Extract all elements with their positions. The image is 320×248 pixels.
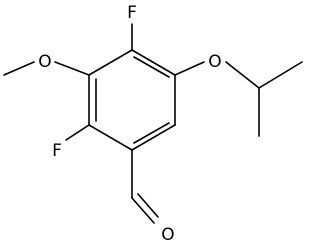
benzene-ring xyxy=(88,49,176,151)
atom-label-o-methoxy: O xyxy=(38,52,51,72)
atom-label-f-top: F xyxy=(127,3,137,23)
bond-c2-o-isopropoxy xyxy=(174,61,205,76)
ring-bond-c6-c1 xyxy=(88,49,133,76)
atom-label-o-aldehyde: O xyxy=(161,225,174,245)
ring-double-bond-c1-c2 xyxy=(133,56,170,78)
ring-bond-c4-c5 xyxy=(88,124,133,151)
bond-c5-f xyxy=(65,124,90,141)
bond-o-methyl xyxy=(3,61,35,76)
atom-label-o-isopropoxy: O xyxy=(208,52,221,72)
atom-labels: F O F O O xyxy=(38,3,221,245)
bond-c6-o-methoxy xyxy=(54,61,90,76)
bond-cho-o-double-b xyxy=(137,193,159,218)
ring-bond-c1-c2 xyxy=(131,49,176,76)
bond-cho-o-double-a xyxy=(131,197,155,224)
bond-o-ch xyxy=(225,61,260,89)
substituent-bonds xyxy=(3,23,303,224)
atom-label-f-left: F xyxy=(52,141,62,161)
chemical-structure: F O F O O xyxy=(3,3,303,245)
bond-ch-methyl-up xyxy=(258,61,303,89)
ring-double-bond-c3-c4 xyxy=(133,122,170,144)
ring-bond-c3-c4 xyxy=(131,124,176,151)
